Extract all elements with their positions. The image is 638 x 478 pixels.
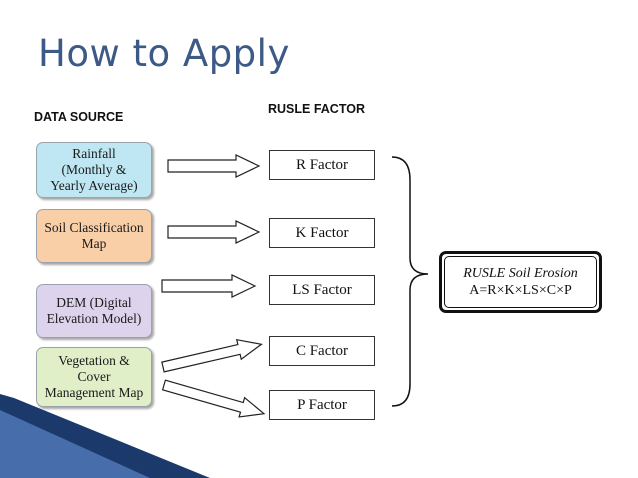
source-vegetation-line-2: Cover (77, 369, 111, 384)
rusle-factor-header: RUSLE FACTOR (268, 102, 365, 116)
arrow-dem-to-ls (161, 274, 257, 298)
data-source-header: DATA SOURCE (34, 110, 124, 124)
factor-ls: LS Factor (269, 275, 375, 305)
source-vegetation-line-3: Management Map (44, 385, 144, 400)
source-rainfall-line-3: Yearly Average) (50, 178, 138, 193)
factor-p: P Factor (269, 390, 375, 420)
source-dem-line-2: Elevation Model) (46, 311, 142, 326)
source-rainfall-line-1: Rainfall (72, 146, 116, 161)
factor-c: C Factor (269, 336, 375, 366)
result-formula: A=R×K×LS×C×P (469, 283, 572, 298)
source-dem: DEM (Digital Elevation Model) (36, 284, 152, 338)
result-title: RUSLE Soil Erosion (463, 266, 578, 281)
source-vegetation-line-1: Vegetation & (58, 353, 130, 368)
result-rusle-soil-erosion: RUSLE Soil Erosion A=R×K×LS×C×P (439, 251, 602, 313)
source-rainfall-line-2: (Monthly & (61, 162, 127, 177)
page-title: How to Apply (38, 32, 290, 75)
arrow-vegetation-to-p (161, 379, 266, 418)
corner-swoosh-light (0, 410, 150, 478)
curly-brace (391, 156, 429, 407)
source-vegetation: Vegetation & Cover Management Map (36, 347, 152, 407)
arrow-vegetation-to-c (161, 338, 263, 373)
source-rainfall: Rainfall (Monthly & Yearly Average) (36, 142, 152, 198)
source-soil-line-1: Soil Classification (44, 220, 144, 235)
factor-r: R Factor (269, 150, 375, 180)
source-soil-classification: Soil Classification Map (36, 209, 152, 263)
source-soil-line-2: Map (81, 236, 107, 251)
arrow-rainfall-to-r (167, 154, 261, 178)
arrow-soil-to-k (167, 220, 261, 244)
source-dem-line-1: DEM (Digital (56, 295, 132, 310)
factor-k: K Factor (269, 218, 375, 248)
